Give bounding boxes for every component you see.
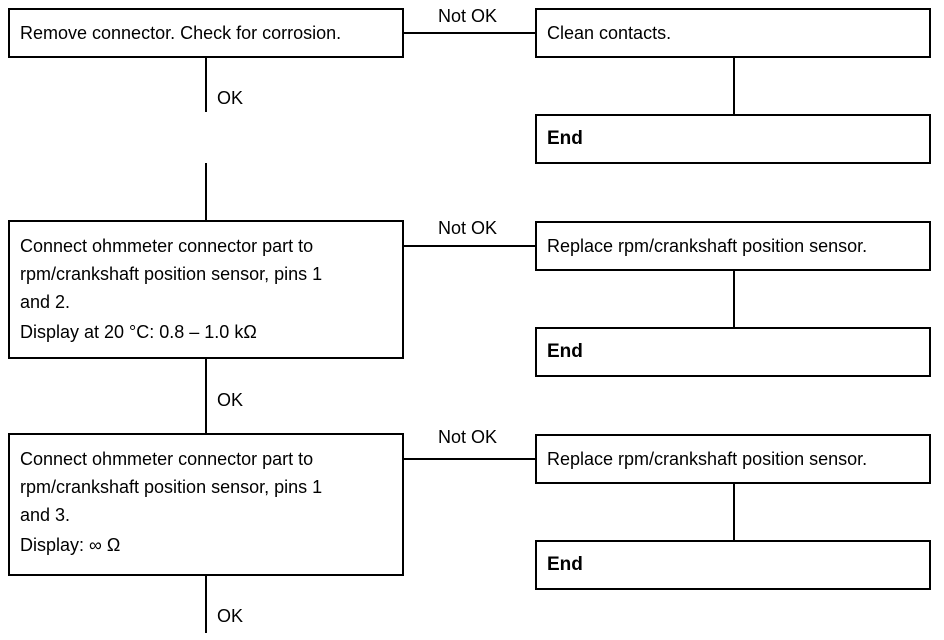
not-ok-connector <box>404 458 536 460</box>
check-line: Connect ohmmeter connector part to <box>20 236 314 256</box>
action-text: Replace rpm/crankshaft position sensor. <box>547 236 868 256</box>
not-ok-label: Not OK <box>438 218 498 238</box>
action-to-end-connector <box>733 58 735 114</box>
action-to-end-connector <box>733 271 735 327</box>
action-text: Clean contacts. <box>547 23 672 43</box>
end-box: End <box>535 327 931 377</box>
ok-connector-continuation <box>205 163 207 220</box>
ok-label: OK <box>217 390 244 410</box>
ok-label: OK <box>217 88 244 108</box>
check-line: Connect ohmmeter connector part to <box>20 449 314 469</box>
ok-connector <box>205 576 207 633</box>
check-line: and 2. <box>20 292 71 312</box>
check-box-pins-1-3: Connect ohmmeter connector part to rpm/c… <box>8 433 404 576</box>
end-box: End <box>535 540 931 590</box>
display-spec: Display at 20 °C: 0.8 – 1.0 kΩ <box>20 322 257 342</box>
end-text: End <box>547 341 583 362</box>
end-text: End <box>547 128 583 149</box>
check-line: rpm/crankshaft position sensor, pins 1 <box>20 264 323 284</box>
end-box: End <box>535 114 931 164</box>
check-box-pins-1-2: Connect ohmmeter connector part to rpm/c… <box>8 220 404 359</box>
not-ok-label: Not OK <box>438 427 498 447</box>
not-ok-connector <box>404 32 536 34</box>
action-box-replace-sensor: Replace rpm/crankshaft position sensor. <box>535 434 931 484</box>
check-box-corrosion: Remove connector. Check for corrosion. <box>8 8 404 58</box>
ok-connector <box>205 359 207 434</box>
check-line: rpm/crankshaft position sensor, pins 1 <box>20 477 323 497</box>
end-text: End <box>547 554 583 575</box>
ok-connector <box>205 58 207 112</box>
check-text: Remove connector. Check for corrosion. <box>20 23 342 43</box>
action-text: Replace rpm/crankshaft position sensor. <box>547 449 868 469</box>
action-box-replace-sensor: Replace rpm/crankshaft position sensor. <box>535 221 931 271</box>
check-line: and 3. <box>20 505 71 525</box>
action-to-end-connector <box>733 484 735 540</box>
not-ok-label: Not OK <box>438 6 498 26</box>
not-ok-connector <box>404 245 536 247</box>
ok-label: OK <box>217 606 244 626</box>
display-spec: Display: ∞ Ω <box>20 535 121 555</box>
action-box-clean-contacts: Clean contacts. <box>535 8 931 58</box>
